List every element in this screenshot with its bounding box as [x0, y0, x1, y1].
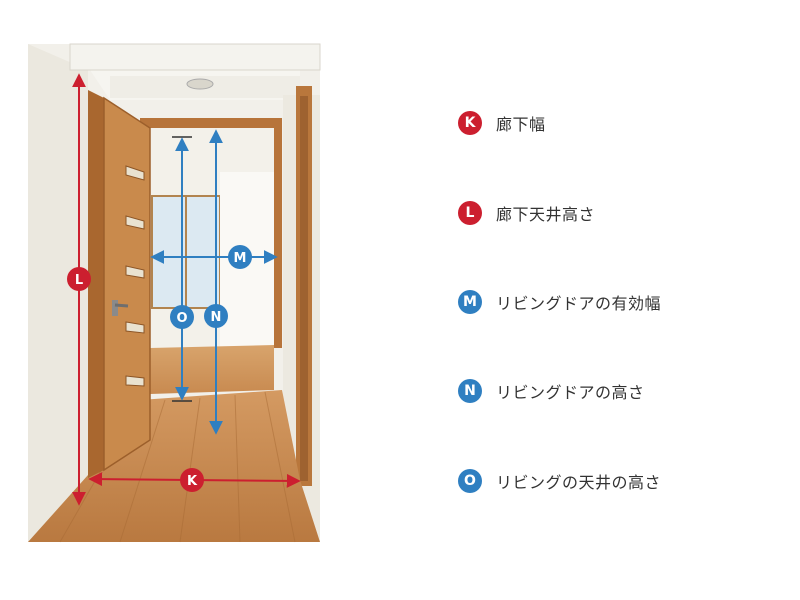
legend-item-l: L 廊下天井高さ — [458, 198, 595, 228]
living-floor — [150, 345, 274, 394]
right-door-frame-inner — [300, 96, 308, 481]
legend-label-o: リビングの天井の高さ — [496, 473, 662, 492]
hallway-floor — [28, 390, 320, 542]
legend-label-l: 廊下天井高さ — [496, 205, 596, 224]
legend-label-n: リビングドアの高さ — [496, 383, 645, 402]
legend-badge-n: N — [458, 379, 482, 403]
legend-label-m: リビングドアの有効幅 — [496, 294, 662, 313]
legend-label-k: 廊下幅 — [496, 115, 546, 134]
open-door — [103, 96, 151, 472]
dimension-l-marker: L — [67, 267, 91, 291]
legend-item-o: O リビングの天井の高さ — [458, 466, 661, 496]
svg-text:N: N — [211, 310, 222, 325]
legend-item-k: K 廊下幅 — [458, 108, 546, 138]
legend-item-m: M リビングドアの有効幅 — [458, 287, 661, 317]
ceiling-light — [186, 78, 214, 90]
door-glass-slits — [125, 165, 145, 387]
legend-badge-k: K — [458, 111, 482, 135]
svg-text:L: L — [75, 273, 83, 288]
legend-badge-l: L — [458, 201, 482, 225]
door-handle — [112, 300, 118, 316]
svg-text:M: M — [234, 251, 247, 266]
legend-badge-o: O — [458, 469, 482, 493]
dimension-n-marker: N — [204, 304, 228, 328]
legend-item-n: N リビングドアの高さ — [458, 376, 645, 406]
left-door-frame — [88, 90, 104, 478]
door-handle-lever — [114, 303, 129, 308]
dimension-o-marker: O — [170, 305, 194, 329]
legend-badge-m: M — [458, 290, 482, 314]
ceiling-beam — [69, 43, 321, 71]
svg-text:K: K — [187, 474, 198, 489]
dimension-k-marker: K — [180, 468, 204, 492]
svg-text:O: O — [176, 311, 187, 326]
dimension-m-marker: M — [228, 245, 252, 269]
